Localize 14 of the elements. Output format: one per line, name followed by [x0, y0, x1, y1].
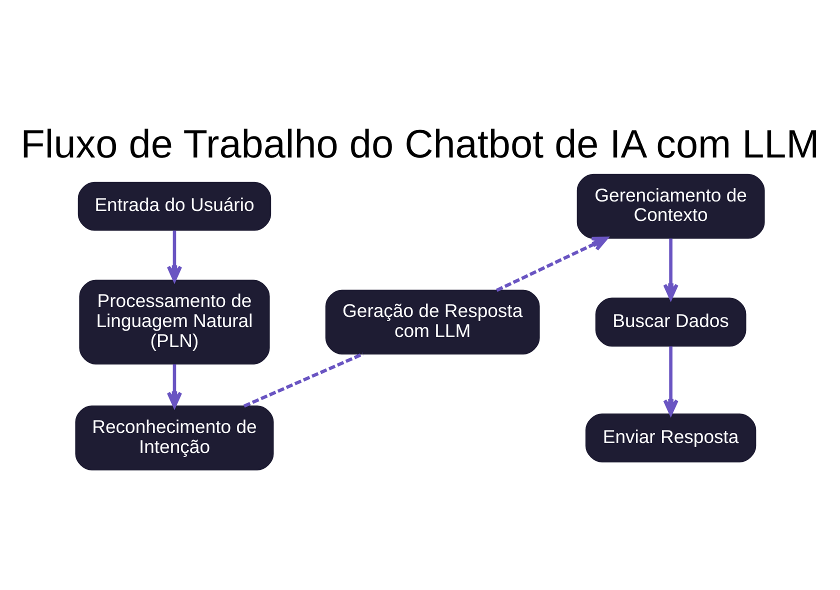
connector [243, 352, 364, 408]
diagram-title: Fluxo de Trabalho do Chatbot de IA com LLM [20, 122, 820, 166]
node-box: Processamento de Linguagem Natural (PLN) [79, 280, 270, 364]
node-box: Buscar Dados [595, 298, 746, 347]
node-box: Enviar Resposta [585, 413, 756, 462]
node-box: Gerenciamento de Contexto [576, 174, 765, 239]
arrow [496, 236, 608, 292]
node-box: Reconhecimento de Intenção [75, 406, 274, 470]
arrow [166, 230, 182, 282]
arrow [166, 364, 182, 408]
node-box: Entrada do Usuário [78, 182, 272, 231]
arrow [663, 346, 678, 416]
arrow [663, 238, 678, 300]
node-box: Geração de Resposta com LLM [325, 290, 540, 355]
